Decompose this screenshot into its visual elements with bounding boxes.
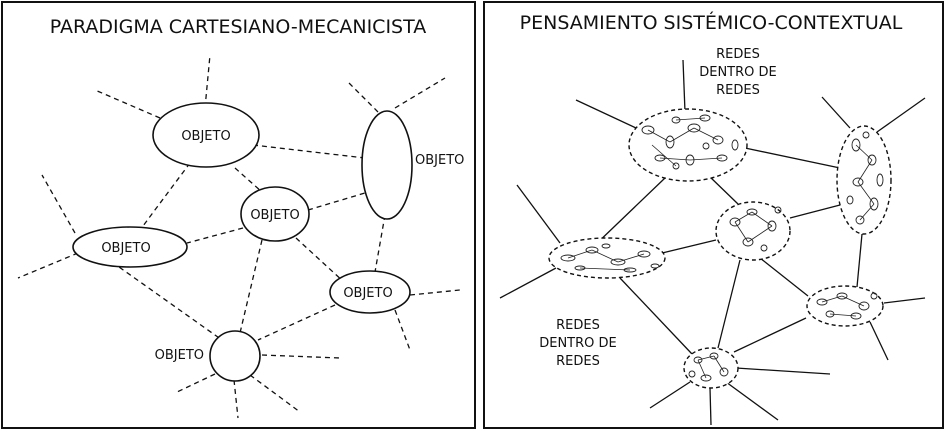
- dashed-free-ends: [17, 54, 461, 419]
- network-cluster-left: [548, 237, 666, 279]
- object-label: OBJETO: [155, 348, 204, 363]
- left-panel: PARADIGMA CARTESIANO-MECANICISTA: [1, 1, 476, 429]
- left-panel-border: [1, 1, 476, 429]
- object-node-5: OBJETO: [329, 270, 411, 314]
- object-label: OBJETO: [415, 153, 464, 168]
- network-cluster-top: [628, 108, 748, 182]
- right-panel: PENSAMIENTO SISTÉMICO-CONTEXTUAL: [483, 1, 944, 429]
- object-label: OBJETO: [250, 208, 299, 223]
- object-label: OBJETO: [181, 129, 230, 144]
- svg-text:REDES: REDES: [716, 83, 760, 98]
- network-cluster-center: [715, 201, 791, 261]
- network-cluster-right: [836, 125, 892, 235]
- object-node-3: OBJETO: [240, 186, 310, 242]
- svg-text:REDES: REDES: [556, 318, 600, 333]
- dashed-connections: [111, 144, 386, 341]
- object-node-4: OBJETO: [72, 226, 188, 268]
- svg-text:DENTRO DE: DENTRO DE: [539, 336, 617, 351]
- svg-text:DENTRO DE: DENTRO DE: [699, 65, 777, 80]
- label-networks-top: REDES DENTRO DE REDES: [699, 47, 777, 98]
- object-node-6: OBJETO: [155, 330, 261, 382]
- network-cluster-bottom: [683, 347, 739, 389]
- object-node-2: OBJETO: [361, 110, 464, 220]
- svg-text:REDES: REDES: [556, 354, 600, 369]
- right-panel-title: PENSAMIENTO SISTÉMICO-CONTEXTUAL: [520, 11, 903, 34]
- object-label: OBJETO: [101, 241, 150, 256]
- object-label: OBJETO: [343, 286, 392, 301]
- object-node-1: OBJETO: [152, 102, 260, 168]
- solid-free-ends: [499, 59, 926, 426]
- label-networks-bottom: REDES DENTRO DE REDES: [539, 318, 617, 369]
- network-cluster-bottom-right: [806, 285, 884, 327]
- solid-connections: [591, 147, 863, 355]
- svg-text:REDES: REDES: [716, 47, 760, 62]
- right-panel-border: [483, 1, 944, 429]
- left-panel-title: PARADIGMA CARTESIANO-MECANICISTA: [50, 16, 427, 38]
